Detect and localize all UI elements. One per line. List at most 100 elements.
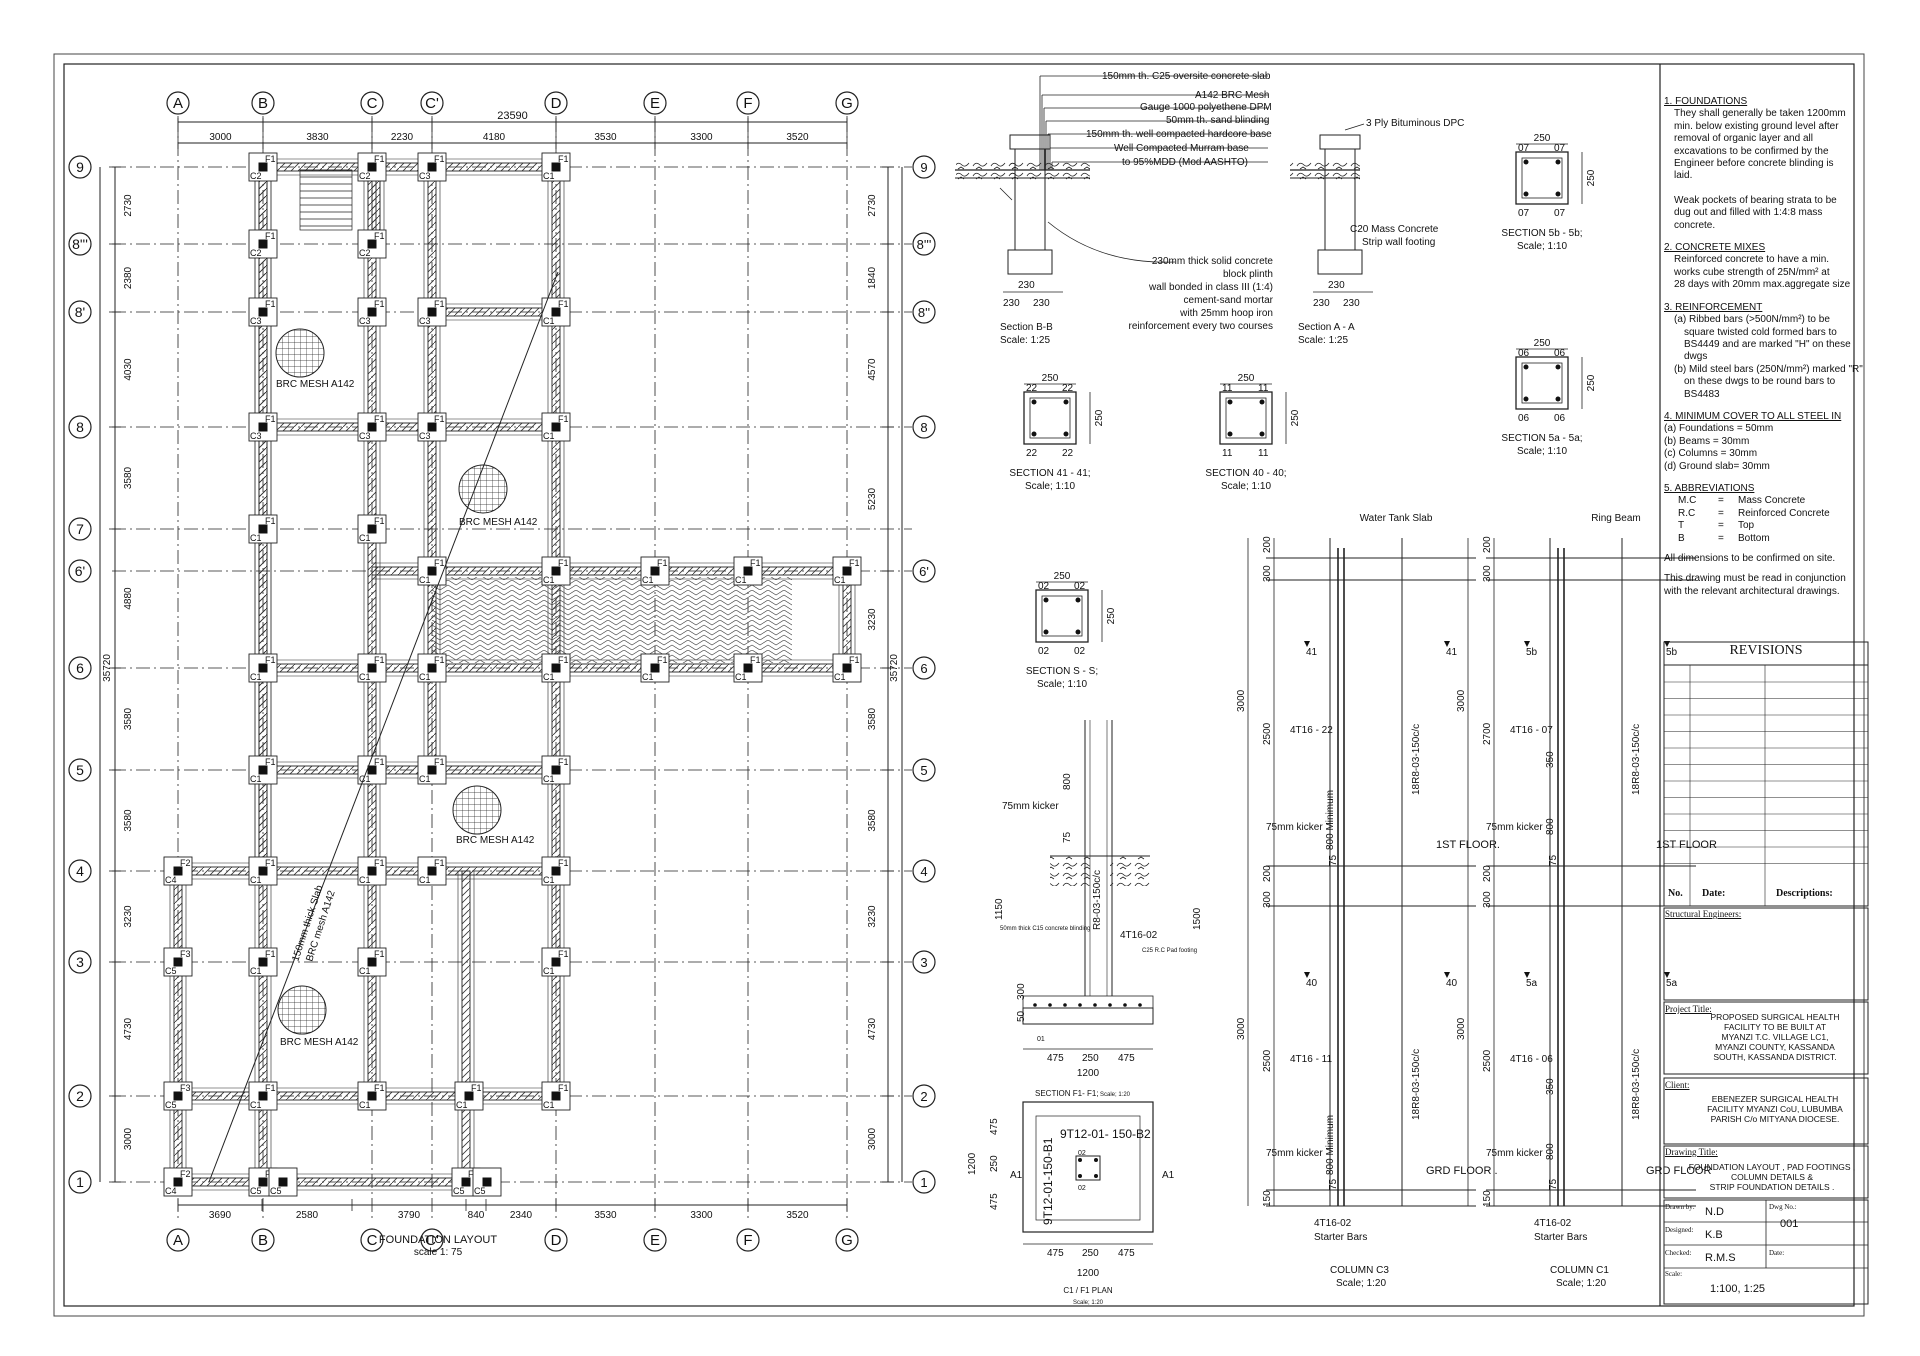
dim-top: 3300 xyxy=(690,132,713,143)
section-40-bar xyxy=(1227,431,1233,437)
pad-dim-50: 50 xyxy=(1016,1010,1027,1022)
column-c3-title: COLUMN C3 xyxy=(1330,1265,1389,1276)
section-40-title: SECTION 40 - 40; xyxy=(1205,468,1286,479)
column-c1-kicker-lower: 75mm kicker xyxy=(1486,1148,1543,1159)
column-stub xyxy=(551,765,561,775)
section-5b-bar xyxy=(1523,159,1529,165)
plinth-label: block plinth xyxy=(1223,269,1273,280)
grid-bubble-label: A xyxy=(173,95,183,112)
row-bubble-9 xyxy=(68,155,92,179)
section-bb-scale: Scale: 1:25 xyxy=(1000,335,1050,346)
client-label: Client: xyxy=(1665,1080,1690,1090)
column-tag: C2 xyxy=(250,171,262,181)
row-bubble-label: 7 xyxy=(76,521,84,537)
column-c1-dim-3000: 3000 xyxy=(1456,1017,1467,1040)
footing-tag: F1 xyxy=(265,516,276,526)
hardcore-fill xyxy=(1050,856,1090,886)
column-tag: C3 xyxy=(419,171,431,181)
column-tag: C2 xyxy=(359,171,371,181)
column-c1-dim-300: 300 xyxy=(1482,891,1493,908)
column-c3-dim-3000: 3000 xyxy=(1236,1017,1247,1040)
footing-tag: F1 xyxy=(657,558,668,568)
column-tag: C1 xyxy=(419,774,431,784)
pad-plan-bar xyxy=(1078,1174,1082,1178)
column-tag: C2 xyxy=(359,248,371,258)
section-5a-link xyxy=(1521,362,1563,404)
section-5b-bar-label: 07 xyxy=(1518,208,1530,219)
footing-tag: F1 xyxy=(265,858,276,868)
column-stub xyxy=(173,1177,183,1187)
column-stub xyxy=(551,1091,561,1101)
pad-dim-1150: 1150 xyxy=(994,898,1005,920)
column-stub xyxy=(427,307,437,317)
row-bubble-label: 2 xyxy=(920,1089,927,1104)
section-s-title: SECTION S - S; xyxy=(1026,666,1098,677)
section-40-bar xyxy=(1227,399,1233,405)
section-s-depth: 250 xyxy=(1106,607,1117,624)
pad-footing xyxy=(248,856,278,886)
pad-blinding-note: 50mm thick C15 concrete blinding xyxy=(1000,926,1090,932)
pad-bar xyxy=(1093,1003,1097,1007)
wall-top xyxy=(1009,134,1051,150)
row-bubble-right-8''' xyxy=(912,232,936,256)
brc-mesh-symbol xyxy=(277,985,327,1035)
pad-plan-dim: 250 xyxy=(1082,1248,1099,1259)
pad-dim: 475 xyxy=(1047,1053,1064,1064)
pad-starter-bars: 4T16-02 xyxy=(1120,930,1158,941)
column-stub xyxy=(173,866,183,876)
column-tag: C1 xyxy=(642,575,654,585)
drawing-title-label: Drawing Title: xyxy=(1665,1147,1718,1157)
column-tag: C1 xyxy=(359,533,371,543)
dim-230: 230 xyxy=(1018,280,1035,291)
pad-plan-mesh xyxy=(1035,1115,1141,1221)
pad-footing xyxy=(417,653,447,683)
row-bubble-8''' xyxy=(68,232,92,256)
column-c3-cut-top: 41 xyxy=(1446,647,1458,658)
dim-right: 1840 xyxy=(867,266,878,289)
column-stub xyxy=(551,162,561,172)
abbr-row: M.C=Mass Concrete xyxy=(1678,495,1806,507)
column-stub xyxy=(743,566,753,576)
note-2-heading: 2. CONCRETE MIXES xyxy=(1664,242,1766,254)
footing-tag: F1 xyxy=(374,1083,385,1093)
pad-footing xyxy=(163,947,193,977)
section-5b-depth: 250 xyxy=(1586,169,1597,186)
note-4-heading: 4. MINIMUM COVER TO ALL STEEL IN xyxy=(1664,410,1842,422)
drawn-label: Drawn by: xyxy=(1665,1203,1695,1211)
column-stub xyxy=(743,663,753,673)
detail-drawings: 150mm th. C25 oversite concrete slabA142… xyxy=(955,71,1717,1306)
footing-tag: F1 xyxy=(265,154,276,164)
pad-plan-scale: Scale; 1:20 xyxy=(1073,1300,1104,1306)
grid-bubble-label: D xyxy=(551,95,562,112)
dim-left: 2730 xyxy=(123,194,134,217)
footing-tag: F1 xyxy=(374,414,385,424)
pad-plan-cut-right: A1 xyxy=(1162,1170,1175,1181)
footing-tag: F1 xyxy=(265,414,276,424)
mesh-label: BRC MESH A142 xyxy=(280,1037,359,1048)
column-c1-dim-350: 350 xyxy=(1545,751,1556,768)
note-conjunction: This drawing must be read in conjunction… xyxy=(1664,573,1846,597)
dwg-no-label: Dwg No.: xyxy=(1769,1203,1797,1211)
column-c1-links-upper: 18R8-03-150c/c xyxy=(1631,724,1642,795)
grid-bubble-label: E xyxy=(650,95,660,112)
dim-right: 3230 xyxy=(867,905,878,928)
pad-dim-300: 300 xyxy=(1016,983,1027,1000)
slab-diagonal xyxy=(208,271,559,1183)
section-41-bar-label: 22 xyxy=(1026,383,1038,394)
footing-tag: F2 xyxy=(180,858,191,868)
row-bubble-1 xyxy=(68,1170,92,1194)
footing-tag: F1 xyxy=(374,231,385,241)
dim-bottom: 3690 xyxy=(209,1210,232,1221)
column-c3-dim-300: 300 xyxy=(1262,891,1273,908)
column-stub xyxy=(367,1091,377,1101)
section-s-bar-label: 02 xyxy=(1074,646,1086,657)
grid-bubble-C' xyxy=(420,1228,444,1252)
dim-left: 3000 xyxy=(123,1127,134,1150)
column-tag: C1 xyxy=(543,1100,555,1110)
column-stub xyxy=(367,307,377,317)
column-c1-cut-bottom: 5a xyxy=(1666,978,1678,989)
pad-plan-bar xyxy=(1078,1158,1082,1162)
column-stub xyxy=(173,1091,183,1101)
column-c1-dim-75: 75 xyxy=(1548,1178,1559,1190)
column-stub xyxy=(551,422,561,432)
